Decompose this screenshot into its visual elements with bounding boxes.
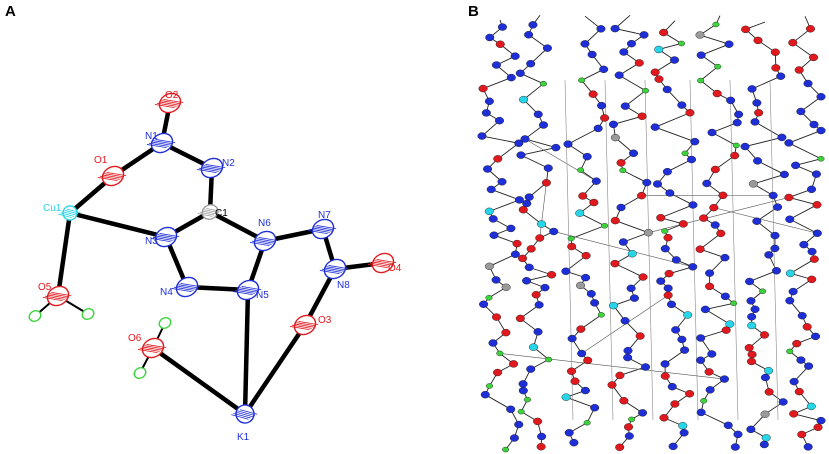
atom-n1 (146, 132, 176, 154)
atom-label-n2: N2 (222, 158, 235, 169)
atom-label-o4: O4 (388, 263, 402, 274)
atom-label-o5: O5 (38, 282, 52, 293)
atom-label-k1: K1 (237, 432, 250, 443)
panel-a-label: A (5, 3, 16, 20)
atom-n8 (319, 258, 349, 280)
atom-label-o3: O3 (318, 315, 332, 326)
atom-label-n5: N5 (256, 290, 269, 301)
atom-label-n1: N1 (145, 131, 158, 142)
bond-cu1-o5 (55, 210, 73, 299)
atom-o5 (42, 285, 72, 307)
atom-c1 (197, 204, 222, 220)
atom-label-n3: N3 (145, 236, 158, 247)
bond-o6-k1 (150, 345, 248, 417)
atom-n7 (307, 218, 337, 240)
atom-h4 (133, 367, 147, 379)
atom-h3 (158, 317, 172, 329)
bond-o3-k1 (242, 322, 308, 417)
atom-label-cu1: Cu1 (43, 203, 62, 214)
panel-b-label: B (468, 3, 479, 20)
atom-o6 (137, 337, 167, 359)
atom-label-n4: N4 (160, 287, 173, 298)
atom-o2 (154, 92, 184, 114)
atom-o4 (367, 252, 397, 274)
atom-n5 (232, 279, 262, 301)
atom-n3 (150, 226, 180, 248)
atom-n6 (249, 230, 279, 252)
atoms-layer (28, 92, 397, 424)
atom-o3 (289, 314, 319, 336)
atom-cu1 (58, 205, 81, 221)
atom-label-n6: N6 (258, 218, 271, 229)
atom-label-o1: O1 (94, 155, 108, 166)
atom-h1 (28, 310, 42, 322)
atom-n4 (171, 276, 201, 298)
atom-label-o2: O2 (165, 90, 179, 101)
bond-n5-k1 (242, 287, 251, 417)
bond-cu1-n3 (67, 210, 169, 240)
bond-c1-n6 (207, 209, 268, 244)
atom-h2 (81, 308, 95, 320)
atom-label-n7: N7 (318, 210, 331, 221)
atom-label-c1: C1 (215, 208, 228, 219)
atom-label-o6: O6 (128, 333, 142, 344)
atom-label-n8: N8 (337, 280, 350, 291)
atom-o1 (97, 165, 127, 187)
packing-atoms-layer (477, 21, 826, 453)
atom-k1 (231, 404, 258, 424)
atom-n2 (196, 157, 226, 179)
